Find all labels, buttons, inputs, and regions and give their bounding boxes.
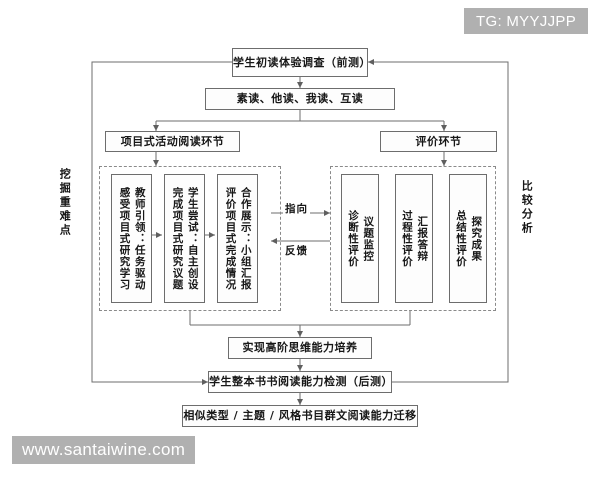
node-project-stage-label: 项目式活动阅读环节 <box>120 134 225 148</box>
side-label-left: 挖掘重难点 <box>58 168 72 238</box>
node-transfer-label: 相似类型 / 主题 / 风格书目群文阅读能力迁移 <box>183 409 417 423</box>
node-eval-2[interactable]: 汇报答辩 过程性评价 <box>395 174 433 303</box>
node-project-3[interactable]: 合作展示：小组汇报 评价项目式完成情况 <box>217 174 258 303</box>
node-eval-stage[interactable]: 评价环节 <box>380 131 497 152</box>
node-project-2[interactable]: 学生尝试：自主创设 完成项目式研究议题 <box>164 174 205 303</box>
node-eval-2-label: 汇报答辩 过程性评价 <box>401 209 429 268</box>
tg-watermark-text: TG: MYYJJPP <box>476 12 576 30</box>
node-eval-3[interactable]: 探究成果 总结性评价 <box>449 174 487 303</box>
node-project-1[interactable]: 教师引领：任务驱动 感受项目式研究学习 <box>111 174 152 303</box>
node-project-stage[interactable]: 项目式活动阅读环节 <box>105 131 240 152</box>
tg-watermark: TG: MYYJJPP <box>464 8 588 34</box>
project-activity-group <box>99 166 281 311</box>
node-posttest[interactable]: 学生整本书书阅读能力检测（后测） <box>208 371 393 393</box>
node-pretest-label: 学生初读体验调查（前测） <box>233 55 371 69</box>
site-watermark: www.santaiwine.com <box>12 436 196 464</box>
edge-label-point-to: 指向 <box>283 201 310 216</box>
node-project-3-label: 合作展示：小组汇报 评价项目式完成情况 <box>224 186 252 291</box>
node-higher-order[interactable]: 实现高阶思维能力培养 <box>228 337 372 359</box>
node-transfer[interactable]: 相似类型 / 主题 / 风格书目群文阅读能力迁移 <box>182 405 418 427</box>
node-project-1-label: 教师引领：任务驱动 感受项目式研究学习 <box>118 186 146 291</box>
node-higher-order-label: 实现高阶思维能力培养 <box>242 341 358 355</box>
node-eval-stage-label: 评价环节 <box>415 134 462 148</box>
edge-label-feedback: 反馈 <box>283 243 310 258</box>
node-eval-3-label: 探究成果 总结性评价 <box>455 209 483 268</box>
site-watermark-text: www.santaiwine.com <box>22 440 186 459</box>
side-label-right: 比较分析 <box>520 180 534 236</box>
node-project-2-label: 学生尝试：自主创设 完成项目式研究议题 <box>171 186 199 291</box>
evaluation-group <box>330 166 496 311</box>
node-eval-1[interactable]: 议题监控 诊断性评价 <box>341 174 379 303</box>
node-pretest[interactable]: 学生初读体验调查（前测） <box>232 48 371 77</box>
node-reading-modes-label: 素读、他读、我读、互读 <box>236 92 364 106</box>
node-reading-modes[interactable]: 素读、他读、我读、互读 <box>205 88 395 110</box>
node-eval-1-label: 议题监控 诊断性评价 <box>347 209 375 268</box>
node-posttest-label: 学生整本书书阅读能力检测（后测） <box>209 375 393 389</box>
